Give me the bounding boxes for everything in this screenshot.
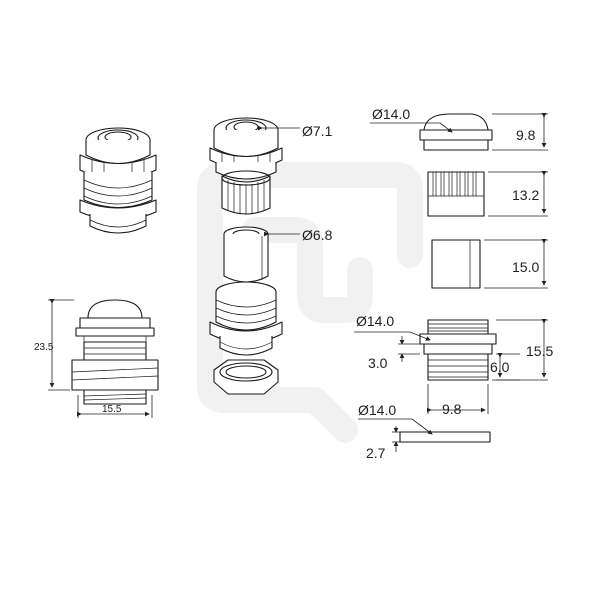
exploded-view xyxy=(209,117,300,395)
exploded-nut xyxy=(213,359,279,395)
watermark-logo xyxy=(197,162,423,443)
claw-side-view xyxy=(427,171,548,217)
washer-side-view xyxy=(358,418,491,452)
assembly-width-label: 15.5 xyxy=(102,404,122,415)
claw-height-label: 13.2 xyxy=(512,187,539,203)
body-diameter-label: Ø14.0 xyxy=(356,313,394,329)
body-thread-height-label: 6.0 xyxy=(490,359,510,375)
body-total-height-label: 15.5 xyxy=(526,343,553,359)
body-thread-length-label: 3.0 xyxy=(368,355,388,371)
assembled-gland-3d xyxy=(79,127,157,234)
exploded-insert xyxy=(223,226,269,283)
seal-diameter-label: Ø7.1 xyxy=(302,123,333,139)
insert-height-label: 15.0 xyxy=(512,259,539,275)
exploded-cap xyxy=(209,117,283,180)
washer-thickness-label: 2.7 xyxy=(366,445,386,461)
body-side-view xyxy=(354,319,548,414)
cap-height-label: 9.8 xyxy=(516,127,536,143)
cap-side-view xyxy=(370,113,548,151)
assembled-gland-side xyxy=(48,299,159,418)
insert-side-view xyxy=(431,239,548,289)
washer-diameter-label: Ø14.0 xyxy=(358,402,396,418)
assembly-height-label: 23.5 xyxy=(34,342,54,353)
cap-diameter-label: Ø14.0 xyxy=(372,106,410,122)
insert-diameter-label: Ø6.8 xyxy=(302,227,333,243)
exploded-body xyxy=(209,281,283,356)
body-width-label: 9.8 xyxy=(442,401,462,417)
exploded-claw xyxy=(221,170,271,215)
